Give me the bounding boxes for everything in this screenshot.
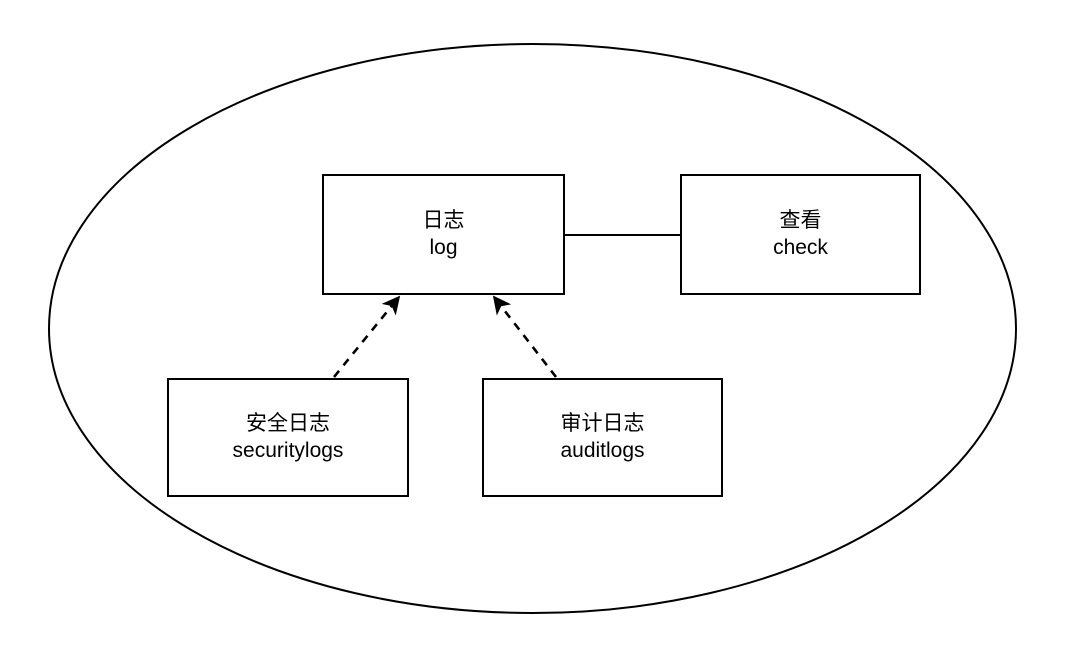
edge-securitylogs-to-log [332,295,401,378]
node-check-label-en: check [773,235,828,259]
edge-auditlogs-to-log [492,295,558,378]
node-log-label-en: log [429,235,458,259]
node-securitylogs[interactable]: 安全日志 securitylogs [167,378,409,497]
node-log[interactable]: 日志 log [322,174,565,295]
node-securitylogs-label-en: securitylogs [232,438,344,462]
boundary-ellipse [48,43,1017,614]
node-auditlogs[interactable]: 审计日志 auditlogs [482,378,723,497]
node-check-label-cn: 查看 [779,209,822,233]
node-auditlogs-label-cn: 审计日志 [560,412,645,436]
node-auditlogs-label-en: auditlogs [560,438,645,462]
node-log-label-cn: 日志 [422,209,465,233]
node-check[interactable]: 查看 check [680,174,921,295]
node-securitylogs-label-cn: 安全日志 [246,412,330,436]
